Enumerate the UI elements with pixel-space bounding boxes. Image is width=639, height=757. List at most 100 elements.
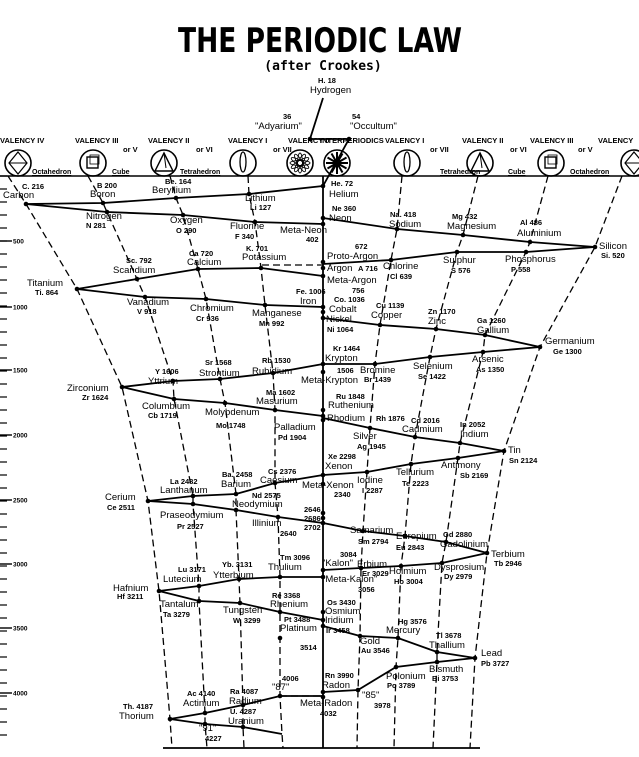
element-weight: 402 (306, 235, 319, 244)
element-node (240, 724, 246, 730)
element-node (457, 440, 463, 446)
element-weight: Ne 360 (332, 204, 356, 213)
element-name: Lead (481, 648, 502, 659)
valency-solid-icon (229, 149, 257, 177)
element-weight: 2702 (304, 523, 321, 532)
element-name: Neodymium (232, 499, 283, 510)
element-name: Mercury (386, 625, 421, 636)
element-node (320, 472, 326, 478)
element-node (320, 510, 326, 516)
element-weight: Cs 2376 (268, 467, 296, 476)
element-node (501, 448, 507, 454)
element-name: "87" (272, 682, 289, 693)
element-weight: Zn 1170 (428, 307, 456, 316)
scale-tick-label: 3000 (13, 562, 28, 569)
element-value: 2646 (304, 505, 326, 516)
element-name: Uranium (228, 716, 264, 727)
element-node (119, 384, 125, 390)
element-weight: Mn 992 (259, 319, 284, 328)
element-weight: 1506 (337, 366, 354, 375)
element-node (190, 501, 196, 507)
element-node (275, 514, 281, 520)
element-name: Terbium (491, 549, 525, 560)
element-node (320, 567, 326, 573)
element-node (277, 574, 283, 580)
element-weight: In 2052 (460, 420, 485, 429)
valency-label: VALENCY I (228, 136, 267, 145)
element-name: Meta-Krypton (301, 375, 358, 386)
element-name: Calcium (187, 257, 221, 268)
group-dashed-line (356, 175, 403, 749)
element-weight: Ca 720 (189, 249, 213, 258)
element-node (320, 694, 326, 700)
valency-solid-icon (620, 149, 639, 177)
element-node (277, 609, 283, 615)
element-node (307, 136, 313, 142)
element-adyarium: "Adyarium"36 (255, 112, 313, 142)
element-name: Potassium (242, 252, 286, 263)
element-weight: 2686 (304, 514, 321, 523)
element-name: Dysprosium (434, 562, 484, 573)
element-name: Chromium (190, 303, 234, 314)
element-weight: As 1350 (476, 365, 504, 374)
element-name: Scandium (113, 265, 155, 276)
element-name: Lithium (245, 193, 276, 204)
element-node (272, 407, 278, 413)
element-name: Boron (90, 189, 115, 200)
element-weight: Y 1606 (155, 367, 179, 376)
element-name: "Adyarium" (255, 121, 302, 132)
element-weight: H. 18 (318, 76, 336, 85)
element-weight: 54 (352, 112, 361, 121)
element-name: Iridium (325, 615, 354, 626)
element-node (480, 349, 486, 355)
element-kalon: "Kalon"3084 (320, 550, 358, 573)
element-name: Iron (300, 296, 316, 307)
element-node (320, 361, 326, 367)
element-weight: K. 701 (246, 244, 268, 253)
element-name: Erbium (357, 559, 387, 570)
element-node (320, 689, 326, 695)
element-name: Polonium (386, 671, 426, 682)
element-weight: Lu 3171 (178, 565, 206, 574)
element-weight: S 576 (451, 266, 471, 275)
element-weight: 756 (352, 286, 365, 295)
element-name: Indium (460, 429, 489, 440)
element-node (233, 507, 239, 513)
element-name: Titanium (27, 278, 63, 289)
element-name: Carbon (3, 190, 34, 201)
element-name: Thallium (429, 640, 465, 651)
element-node (472, 655, 478, 661)
valency-label: VALENCY IV (0, 136, 44, 145)
element-name: Meta-Xenon (302, 480, 354, 491)
scale-tick-label: 3500 (13, 626, 28, 633)
element-name: Hydrogen (310, 85, 351, 96)
element-node (237, 600, 243, 606)
element-node (455, 455, 461, 461)
element-name: Helium (329, 189, 359, 200)
group-dashed-line (7, 175, 173, 749)
valency-alt-label: or V (578, 145, 593, 154)
element-weight: Cd 2016 (411, 416, 440, 425)
